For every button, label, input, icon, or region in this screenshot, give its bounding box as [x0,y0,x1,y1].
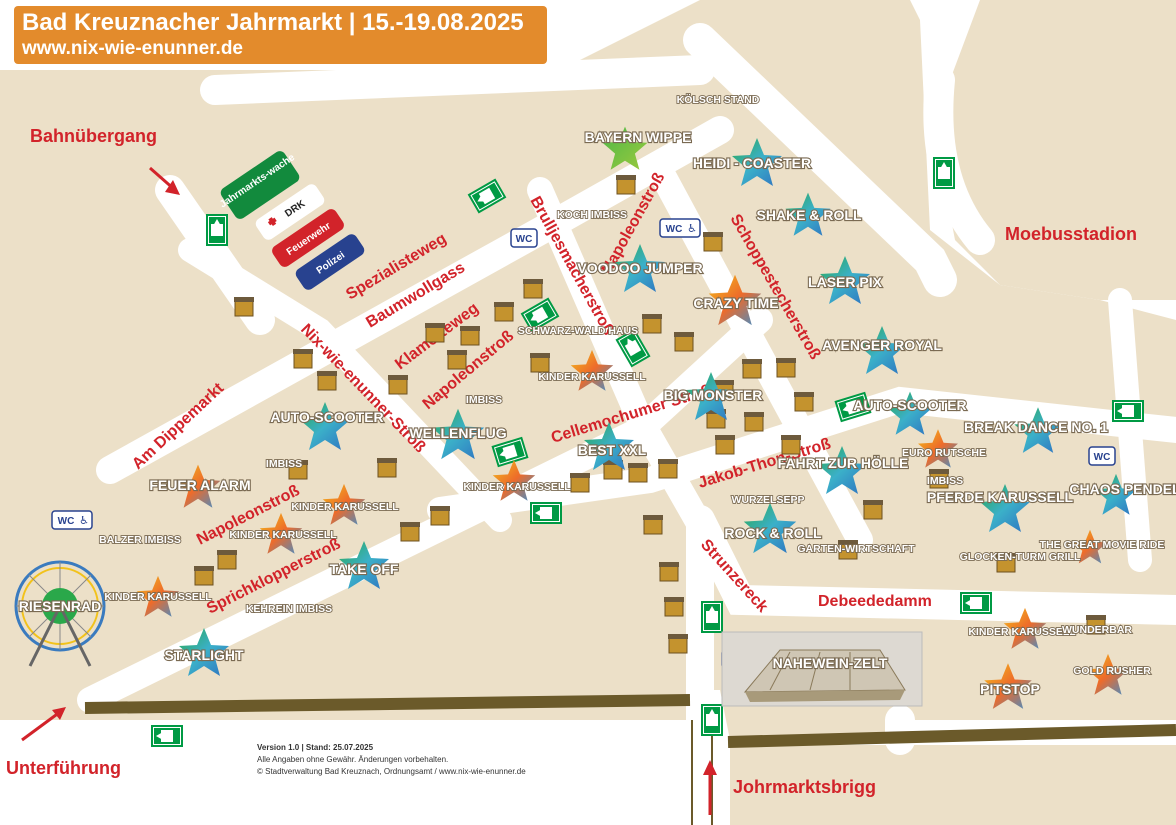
arrow-johrmarktsbrigg [703,760,717,815]
service-drk[interactable]: DRK [253,182,326,242]
stall-koch-imbiss[interactable]: KOCH IMBISS [556,208,628,222]
ride-crazy-time[interactable]: CRAZY TIME [692,294,780,312]
wc-label: WC [666,224,683,235]
ride-nahewein-zelt[interactable]: NAHEWEIN-ZELT [771,654,888,672]
red-cross-icon [267,217,277,226]
ride-wellenflug[interactable]: WELLENFLUG [408,424,508,442]
bottom-right-area [730,745,1176,825]
stall-kinderkarussell-5[interactable]: KINDER KARUSSELL [103,590,213,604]
exit-icon [960,592,992,614]
stall-imbiss-3[interactable]: IMBISS [926,474,964,488]
ride-laser-pix[interactable]: LASER PIX [807,273,884,291]
exit-icon [151,725,183,747]
ride-riesenrad[interactable]: RIESENRAD [18,597,103,615]
stall-schwarzwald-haus[interactable]: SCHWARZ-WALD HAUS [517,324,639,338]
ride-rock-roll[interactable]: ROCK & ROLL [723,524,823,542]
ride-big-monster[interactable]: BIG MONSTER [663,386,764,404]
ride-starlight[interactable]: STARLIGHT [163,646,245,664]
stall-gartenwirtschaft[interactable]: GARTEN-WIRTSCHAFT [796,542,916,556]
ride-pitstop[interactable]: PITSTOP [979,680,1041,698]
ride-shake-roll[interactable]: SHAKE & ROLL [755,206,863,224]
title-banner: Bad Kreuznacher Jahrmarkt | 15.-19.08.20… [14,6,547,64]
wheelchair-icon: ♿ [687,222,697,235]
stall-glockenturm-grill[interactable]: GLOCKEN-TURM GRILL [959,550,1082,564]
service-polizei[interactable]: Polizei [293,232,366,292]
stall-imbiss-2[interactable]: IMBISS [265,457,303,471]
ride-take-off[interactable]: TAKE OFF [328,560,400,578]
arrow-unterfuehrung [21,707,66,742]
stall-kinderkarussell-4[interactable]: KINDER KARUSSELL [228,528,338,542]
label-moebusstadion: Moebusstadion [1005,224,1137,244]
river-embankment [84,694,691,714]
footer-version: Version 1.0 | Stand: 25.07.2025 [257,743,374,752]
ride-fahrt-zur-hoelle[interactable]: FAHRT ZUR HÖLLE [777,454,910,472]
ride-voodoo-jumper[interactable]: VOODOO JUMPER [576,259,703,277]
arrow-bahnuebergang [149,166,180,195]
river-embankment-right [727,724,1176,748]
website-link[interactable]: www.nix-wie-enunner.de [22,38,243,59]
ride-chaos-pendel[interactable]: CHAOS PENDEL [1068,480,1176,498]
wc-label: WC [516,234,533,245]
wc-sign-2[interactable]: WC ♿ [659,218,701,238]
footer-disclaimer: Alle Angaben ohne Gewähr. Änderungen vor… [257,755,448,764]
stall-balzer-imbiss[interactable]: BALZER IMBISS [98,533,181,547]
stall-gold-rusher[interactable]: GOLD RUSHER [1072,664,1152,678]
stall-kinderkarussell-6[interactable]: KINDER KARUSSELL [967,625,1077,639]
stall-kinderkarussell-1[interactable]: KINDER KARUSSELL [537,370,647,384]
wc-sign-1[interactable]: WC [510,228,538,248]
exit-icon [206,214,228,246]
ride-autoscooter-left[interactable]: AUTO-SCOOTER [269,408,385,426]
label-johrmarktsbrigg: Johrmarktsbrigg [733,777,876,797]
wc-sign-4[interactable]: WC [1088,446,1116,466]
label-unterfuehrung: Unterführung [6,758,121,778]
stall-kehrein-imbiss[interactable]: KEHREIN IMBISS [245,602,333,616]
ride-pferde-karussell[interactable]: PFERDE KARUSSELL [926,488,1075,506]
stall-the-great-movie-ride[interactable]: THE GREAT MOVIE RIDE [1039,538,1165,552]
wheelchair-icon: ♿ [79,514,89,527]
exit-icon [1112,400,1144,422]
wc-label: WC [58,516,75,527]
wc-sign-3[interactable]: WC ♿ [51,510,93,530]
stall-kinderkarussell-3[interactable]: KINDER KARUSSELL [290,500,400,514]
ride-avenger-royal[interactable]: AVENGER ROYAL [821,336,943,354]
street-debeededamm: Debeededamm [818,593,932,610]
stall-euro-rutsche[interactable]: EURO RUTSCHE [901,446,987,460]
nahewein-zelt[interactable] [721,631,923,707]
exit-icon [530,502,562,524]
moebusstadion-area [940,0,1176,300]
stall-kinderkarussell-2[interactable]: KINDER KARUSSELL [462,480,572,494]
stall-imbiss-1[interactable]: IMBISS [465,393,503,407]
exit-icon [933,157,955,189]
stall-wunderbar[interactable]: WUNDERBAR [1061,623,1133,637]
ride-autoscooter-right[interactable]: AUTO-SCOOTER [852,396,968,414]
exit-icon [701,601,723,633]
ride-best-xxl[interactable]: BEST XXL [577,441,648,459]
exit-icon [701,704,723,736]
ride-bayern-wippe[interactable]: BAYERN WIPPE [583,128,692,146]
ride-feuer-alarm[interactable]: FEUER ALARM [148,476,252,494]
stall-wurzelsepp[interactable]: WURZELSEPP [731,493,806,507]
page-title: Bad Kreuznacher Jahrmarkt | 15.-19.08.20… [22,9,524,36]
ride-heidi-coaster[interactable]: HEIDI - COASTER [692,154,812,172]
wc-label: WC [1094,452,1111,463]
stall-koelsch-stand[interactable]: KÖLSCH STAND [676,92,761,107]
footer-copyright: © Stadtverwaltung Bad Kreuznach, Ordnung… [257,767,526,776]
riesenrad-icon[interactable] [14,560,106,667]
ride-break-dance[interactable]: BREAK DANCE NO. 1 [963,418,1109,436]
label-bahnuebergang: Bahnübergang [30,126,157,146]
